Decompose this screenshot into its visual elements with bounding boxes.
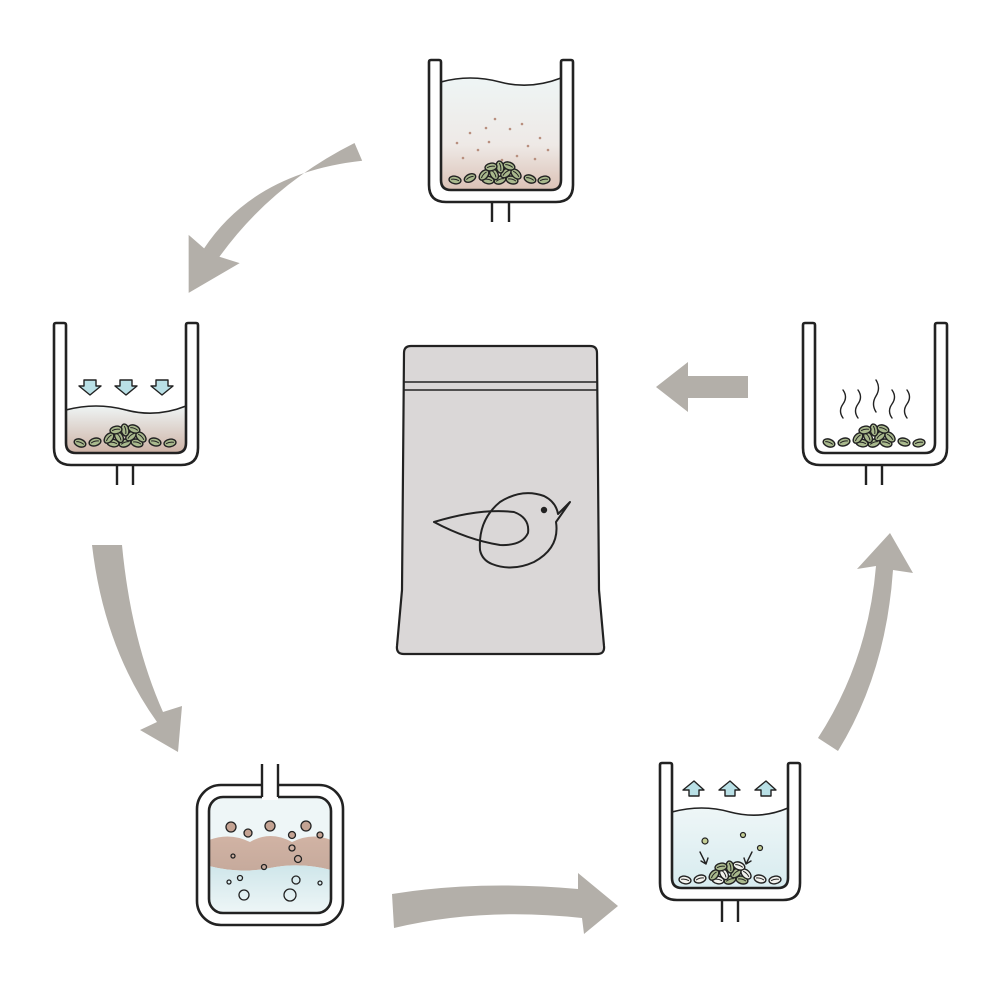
- beans-icon: [448, 160, 551, 185]
- bean: [708, 869, 720, 881]
- flow-arrow-soak-to-press: [188, 143, 363, 293]
- bean: [822, 438, 836, 448]
- beans-icon: [822, 423, 926, 448]
- bean: [448, 175, 462, 185]
- bean: [478, 169, 490, 181]
- sediment-icon: [455, 117, 550, 162]
- stage-soak: [427, 58, 575, 222]
- bubbles-icon: [225, 820, 324, 902]
- up-arrows-icon: [682, 780, 777, 797]
- bean: [678, 875, 692, 885]
- bean: [693, 874, 707, 884]
- flow-arrows: [92, 143, 913, 934]
- steam-icon: [839, 379, 911, 419]
- down-arrows-icon: [78, 379, 174, 396]
- bean: [858, 425, 872, 435]
- bean: [912, 438, 926, 448]
- bean: [537, 175, 551, 185]
- bean: [732, 861, 746, 871]
- stage-press: [52, 321, 200, 485]
- bean: [463, 173, 477, 183]
- bean: [884, 431, 896, 443]
- bean: [876, 424, 890, 434]
- bean: [127, 424, 141, 434]
- bean: [88, 437, 102, 447]
- beans-icon: [73, 423, 177, 448]
- beans-icon: [678, 860, 782, 885]
- bean: [768, 875, 782, 885]
- ferment-top-layer: [209, 836, 331, 871]
- bean: [714, 862, 728, 872]
- flow-arrow-ferment-to-rinse: [392, 873, 618, 934]
- bean: [897, 437, 911, 447]
- coffee-bag-icon: [395, 344, 606, 656]
- bean: [740, 868, 752, 880]
- bean: [837, 437, 851, 447]
- bean: [502, 161, 516, 171]
- rinse-liquid: [672, 808, 788, 888]
- stage-rinse: [658, 761, 802, 922]
- ferment-water: [209, 865, 331, 913]
- bean: [484, 162, 498, 172]
- bean: [753, 874, 767, 884]
- soak-liquid: [441, 78, 561, 190]
- bean: [523, 174, 537, 184]
- bean: [148, 437, 162, 447]
- flow-arrow-dry-to-bag: [656, 362, 748, 412]
- stage-ferment: [195, 764, 345, 927]
- bean: [73, 438, 87, 448]
- flow-arrow-press-to-ferment: [92, 545, 182, 752]
- stage-dry: [801, 321, 949, 485]
- bean: [109, 425, 123, 435]
- flow-arrow-rinse-to-dry: [818, 533, 913, 751]
- bird-logo-icon: [433, 492, 571, 569]
- bean: [163, 438, 177, 448]
